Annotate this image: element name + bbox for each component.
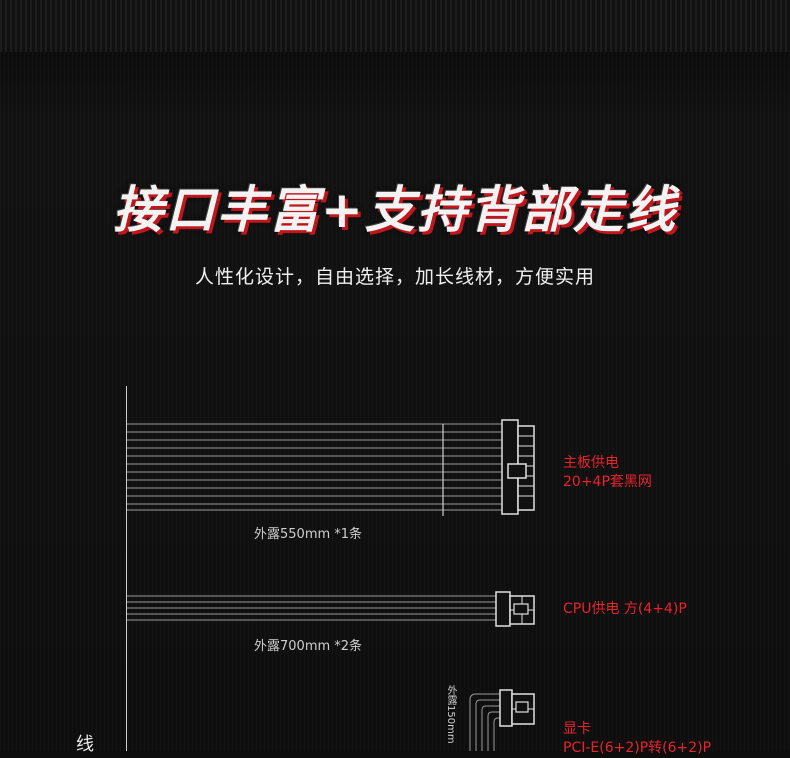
top-texture-band [0,0,790,52]
cpu-connector-label: CPU供电 方(4+4)P [563,601,687,617]
motherboard-connector-name: 主板供电 [563,455,619,471]
motherboard-connector-spec: 20+4P套黑网 [563,474,652,490]
page-title: 接口丰富+支持背部走线 [113,181,677,239]
pcie-connector-name: 显卡 [563,721,591,737]
pcie-cable-length: 外露150mm [445,685,456,744]
motherboard-cable-length: 外露550mm *1条 [254,527,363,542]
pcie-connector-label: 显卡 PCI-E(6+2)P转(6+2)P [563,720,711,758]
motherboard-connector-label: 主板供电 20+4P套黑网 [563,454,652,492]
vertical-guide-line [126,386,127,751]
page-subtitle: 人性化设计，自由选择，加长线材，方便实用 [194,266,595,288]
pcie-connector-spec: PCI-E(6+2)P转(6+2)P [563,740,712,756]
cpu-cable-length: 外露700mm *2条 [254,639,363,654]
side-label: 线 [76,734,94,755]
